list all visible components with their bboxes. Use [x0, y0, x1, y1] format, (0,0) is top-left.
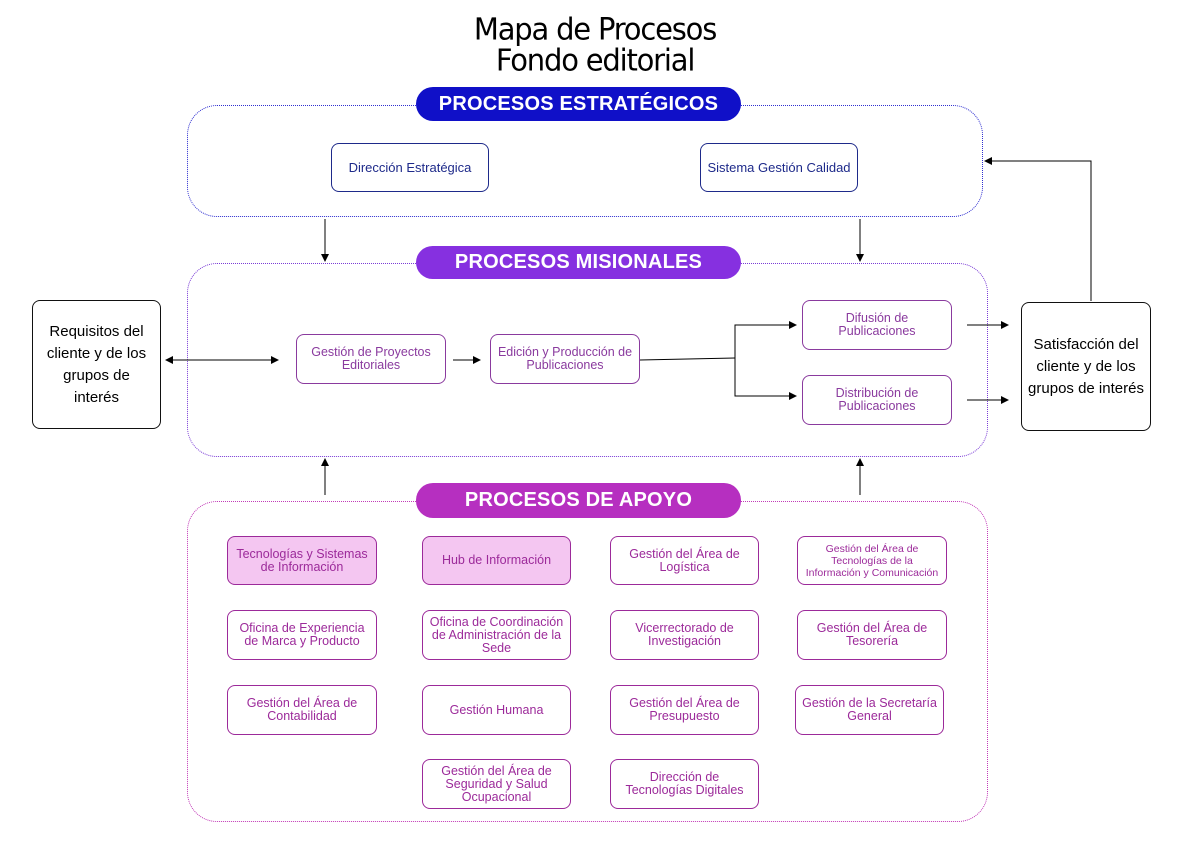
- diagram-title-line1: Mapa de Procesos: [473, 11, 717, 47]
- arrow-split-distribucion: [734, 358, 797, 400]
- diagram-title-line2: Fondo editorial: [495, 42, 696, 78]
- missional-header: PROCESOS MISIONALES: [416, 246, 741, 279]
- support-box-experiencia-marca: Oficina de Experiencia de Marca y Produc…: [227, 610, 377, 660]
- strategic-header: PROCESOS ESTRATÉGICOS: [416, 87, 741, 121]
- missional-box-gestion: Gestión de Proyectos Editoriales: [296, 334, 446, 384]
- satisfaccion-box: Satisfacción del cliente y de los grupos…: [1021, 302, 1151, 431]
- missional-box-edicion: Edición y Producción de Publicaciones: [490, 334, 640, 384]
- support-box-secretaria: Gestión de la Secretaría General: [795, 685, 944, 735]
- support-box-coordinacion-sede: Oficina de Coordinación de Administració…: [422, 610, 571, 660]
- support-box-gestion-humana: Gestión Humana: [422, 685, 571, 735]
- support-box-presupuesto: Gestión del Área de Presupuesto: [610, 685, 759, 735]
- missional-box-difusion: Difusión de Publicaciones: [802, 300, 952, 350]
- support-box-contabilidad: Gestión del Área de Contabilidad: [227, 685, 377, 735]
- support-box-seguridad-salud: Gestión del Área de Seguridad y Salud Oc…: [422, 759, 571, 809]
- line-edicion-split: [639, 357, 736, 361]
- support-box-hub: Hub de Información: [422, 536, 571, 585]
- strategic-box-direccion: Dirección Estratégica: [331, 143, 489, 192]
- support-box-logistica: Gestión del Área de Logística: [610, 536, 759, 585]
- support-box-tesoreria: Gestión del Área de Tesorería: [797, 610, 947, 660]
- arrow-split-difusion: [734, 321, 797, 395]
- support-box-tecnologias-sistemas: Tecnologías y Sistemas de Información: [227, 536, 377, 585]
- arrow-satisfaccion-strategic: [984, 157, 1092, 301]
- support-box-tecnologias-digitales: Dirección de Tecnologías Digitales: [610, 759, 759, 809]
- support-box-vicerrectorado: Vicerrectorado de Investigación: [610, 610, 759, 660]
- support-header: PROCESOS DE APOYO: [416, 483, 741, 518]
- requisitos-box: Requisitos del cliente y de los grupos d…: [32, 300, 161, 429]
- support-box-tic: Gestión del Área de Tecnologías de la In…: [797, 536, 947, 585]
- strategic-box-calidad: Sistema Gestión Calidad: [700, 143, 858, 192]
- missional-box-distribucion: Distribución de Publicaciones: [802, 375, 952, 425]
